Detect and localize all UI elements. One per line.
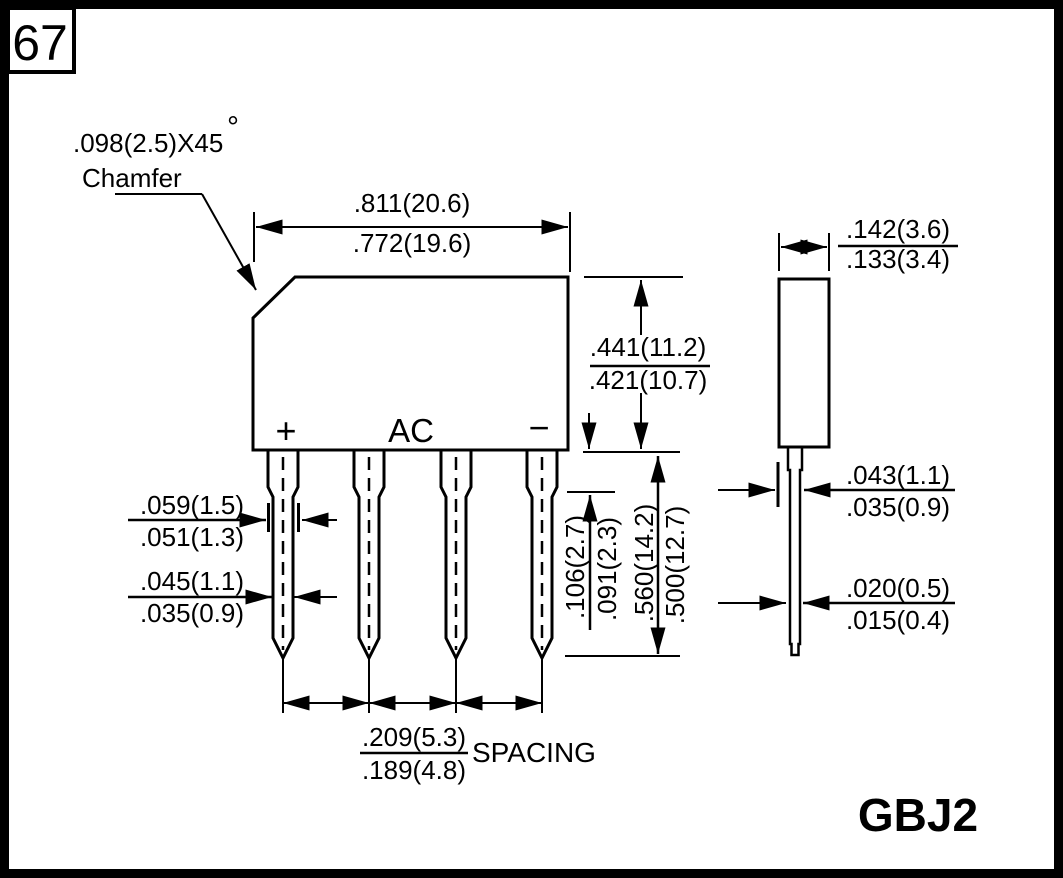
dim-body-thickness: .142(3.6) .133(3.4) bbox=[778, 214, 958, 274]
dim-lead-thickness-upper-min: .035(0.9) bbox=[846, 492, 950, 522]
dim-lead-thickness-upper-max: .043(1.1) bbox=[846, 460, 950, 490]
dim-lead-thickness-lower-min: .015(0.4) bbox=[846, 605, 950, 635]
dim-body-width-min: .772(19.6) bbox=[353, 228, 472, 258]
package-body-side bbox=[777, 277, 831, 449]
terminal-minus: − bbox=[528, 407, 549, 448]
dim-lead-spacing-label: SPACING bbox=[472, 737, 596, 768]
dim-lead-width-upper: .059(1.5) .051(1.3) bbox=[128, 490, 337, 552]
dim-lead-thickness-upper: .043(1.1) .035(0.9) bbox=[718, 460, 955, 522]
chamfer-leader-arrow bbox=[201, 193, 257, 291]
dim-lead-length-min: .500(12.7) bbox=[660, 506, 690, 625]
dim-body-thickness-max: .142(3.6) bbox=[846, 214, 950, 244]
dim-lead-upper-length: .106(2.7) .091(2.3) bbox=[560, 413, 622, 630]
part-number: GBJ2 bbox=[858, 789, 978, 841]
dim-body-height-min: .421(10.7) bbox=[589, 365, 708, 395]
chamfer-note: .098(2.5)X45 bbox=[73, 128, 223, 158]
dim-body-height: .441(11.2) .421(10.7) bbox=[583, 276, 710, 453]
page-number: 67 bbox=[12, 15, 68, 71]
dim-lead-length-max: .560(14.2) bbox=[629, 504, 659, 623]
front-view: .098(2.5)X45 ° Chamfer + AC − bbox=[73, 111, 710, 785]
chamfer-label: Chamfer bbox=[82, 163, 182, 193]
dim-lead-length: .560(14.2) .500(12.7) bbox=[565, 456, 690, 657]
dim-lead-upper-length-max: .106(2.7) bbox=[560, 515, 590, 619]
dim-lead-spacing-max: .209(5.3) bbox=[362, 722, 466, 752]
page-number-box: 67 bbox=[6, 6, 76, 74]
chamfer-degree: ° bbox=[227, 111, 239, 144]
dim-body-height-max: .441(11.2) bbox=[590, 332, 707, 362]
dim-lead-width-lower-max: .045(1.1) bbox=[140, 566, 244, 596]
dim-body-width-max: .811(20.6) bbox=[354, 188, 471, 218]
dim-lead-width-lower-min: .035(0.9) bbox=[140, 598, 244, 628]
dim-lead-width-upper-max: .059(1.5) bbox=[140, 490, 244, 520]
terminal-ac: AC bbox=[388, 412, 434, 449]
dim-lead-thickness-lower-max: .020(0.5) bbox=[846, 573, 950, 603]
dim-lead-width-lower: .045(1.1) .035(0.9) bbox=[128, 566, 337, 628]
dim-lead-thickness-lower: .020(0.5) .015(0.4) bbox=[718, 573, 955, 635]
dim-body-thickness-min: .133(3.4) bbox=[846, 244, 950, 274]
lead-side bbox=[786, 447, 804, 657]
dim-lead-upper-length-min: .091(2.3) bbox=[592, 517, 622, 621]
dim-lead-spacing: .209(5.3) .189(4.8) SPACING bbox=[283, 695, 596, 785]
dim-body-width: .811(20.6) .772(19.6) bbox=[253, 188, 571, 272]
side-view: .142(3.6) .133(3.4) .043(1.1) .035(0.9) … bbox=[718, 214, 958, 657]
package-body-front bbox=[251, 275, 570, 452]
dim-lead-spacing-min: .189(4.8) bbox=[362, 755, 466, 785]
dim-lead-width-upper-min: .051(1.3) bbox=[140, 522, 244, 552]
terminal-plus: + bbox=[275, 410, 296, 451]
